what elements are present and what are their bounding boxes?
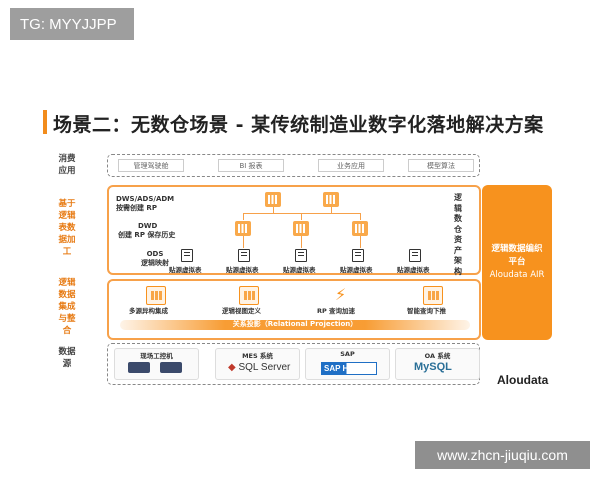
source-card-oa: OA 系统 MySQL xyxy=(395,348,480,380)
platform-line2: 平台 xyxy=(508,257,526,267)
integrate-item-multisource: 多源异构集成 xyxy=(129,307,168,315)
connector-line xyxy=(301,213,302,220)
connector-line xyxy=(360,213,361,220)
view-definition-icon xyxy=(239,286,259,305)
page-title: 场景二：无数仓场景 - 某传统制造业数字化落地解决方案 xyxy=(53,114,544,136)
virtual-table-label: 贴源虚拟表 xyxy=(283,266,316,274)
pushdown-icon xyxy=(423,286,443,305)
platform-block: 逻辑数据编织 平台 Aloudata AIR xyxy=(482,185,552,340)
integrate-item-acceleration: RP 查询加速 xyxy=(317,307,356,315)
server-icon xyxy=(128,362,150,373)
sap-hana-logo: SAP HANA xyxy=(321,362,377,375)
connector-line xyxy=(243,213,244,220)
source-label: OA 系统 xyxy=(424,352,451,360)
server-icon xyxy=(160,362,182,373)
virtual-table-icon xyxy=(181,249,193,262)
virtual-table-label: 贴源虚拟表 xyxy=(169,266,202,274)
connector-line xyxy=(301,236,302,248)
source-card-sap: SAP SAP HANA xyxy=(305,348,390,380)
virtual-table-icon xyxy=(352,249,364,262)
virtual-table-label: 贴源虚拟表 xyxy=(340,266,373,274)
watermark: www.zhcn-jiuqiu.com xyxy=(415,441,590,469)
integrate-item-pushdown: 智能查询下推 xyxy=(407,307,446,315)
integrate-item-view: 逻辑视图定义 xyxy=(222,307,261,315)
row-label-base: 基于逻辑表数据加工 xyxy=(58,199,76,257)
asset-architecture-label: 逻辑数仓资产架构 xyxy=(454,193,462,276)
row-label-consume: 消费应用 xyxy=(58,154,76,176)
integration-icon xyxy=(146,286,166,305)
virtual-table-label: 贴源虚拟表 xyxy=(226,266,259,274)
virtual-table-icon xyxy=(409,249,421,262)
source-card-mes: MES 系统 ◆ SQL Server xyxy=(215,348,300,380)
row-label-integrate: 逻辑数据集成与整合 xyxy=(58,278,76,336)
platform-line3: Aloudata AIR xyxy=(489,270,545,280)
consume-item-cockpit: 管理驾驶舱 xyxy=(118,159,184,172)
source-label: SAP xyxy=(340,350,355,358)
consume-item-model: 模型算法 xyxy=(408,159,474,172)
consume-item-bi: BI 报表 xyxy=(218,159,284,172)
mysql-logo: MySQL xyxy=(414,361,452,373)
table-icon xyxy=(323,192,339,207)
source-card-plc: 现场工控机 xyxy=(114,348,199,380)
table-icon xyxy=(235,221,251,236)
table-icon xyxy=(293,221,309,236)
consume-item-business: 业务应用 xyxy=(318,159,384,172)
sql-server-logo: ◆ SQL Server xyxy=(228,362,291,373)
connector-line xyxy=(273,207,274,213)
channel-tag: TG: MYYJJPP xyxy=(10,8,134,40)
connector-line xyxy=(243,236,244,248)
virtual-table-icon xyxy=(295,249,307,262)
lightning-icon: ⚡ xyxy=(335,285,347,304)
relational-projection-band: 关系投影（Relational Projection） xyxy=(120,320,470,330)
platform-line1: 逻辑数据编织 xyxy=(491,244,543,254)
title-accent-bar xyxy=(43,110,47,134)
source-label: MES 系统 xyxy=(242,352,273,360)
virtual-table-icon xyxy=(238,249,250,262)
connector-line xyxy=(331,207,332,213)
brand-logo: Aloudata xyxy=(497,373,549,387)
consume-row: 管理驾驶舱 BI 报表 业务应用 模型算法 xyxy=(107,154,480,177)
virtual-table-label: 贴源虚拟表 xyxy=(397,266,430,274)
table-icon xyxy=(265,192,281,207)
row-label-source: 数据源 xyxy=(58,347,76,369)
connector-line xyxy=(360,236,361,248)
source-label: 现场工控机 xyxy=(140,352,173,360)
table-icon xyxy=(352,221,368,236)
